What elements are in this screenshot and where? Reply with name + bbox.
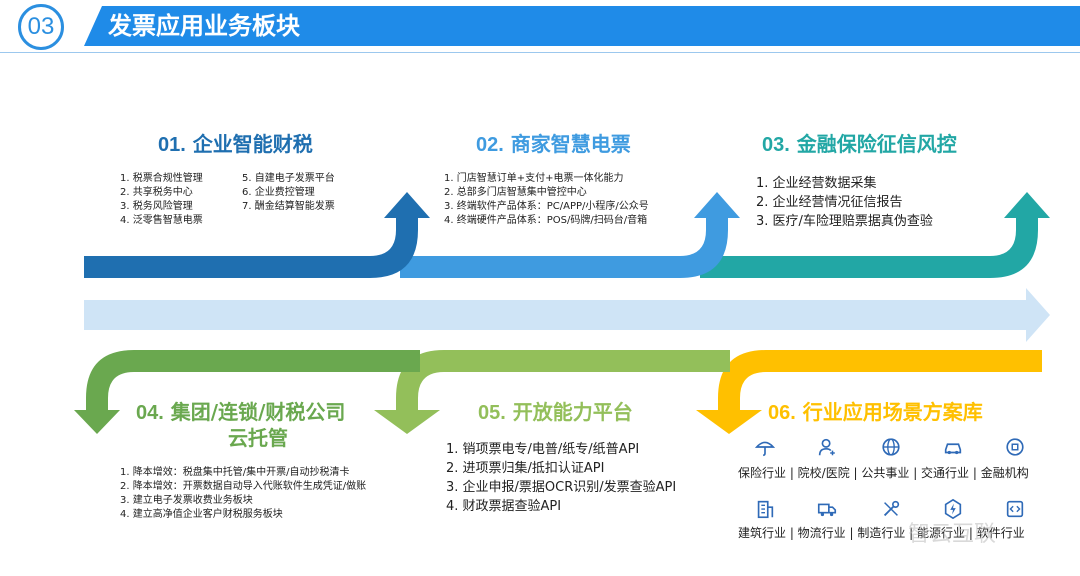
truck-icon xyxy=(817,503,837,517)
flow-arrow-04 xyxy=(74,350,420,434)
list-item: 1. 门店智慧订单+支付+电票一体化能力 xyxy=(444,173,624,184)
list-item: 4. 泛零售智慧电票 xyxy=(120,215,203,226)
list-item: 2. 降本增效：开票数据自动导入代账软件生成凭证/做账 xyxy=(120,481,367,492)
list-item: 5. 自建电子发票平台 xyxy=(242,173,335,184)
list-item: 2. 企业经营情况征信报告 xyxy=(756,195,903,210)
car-icon xyxy=(944,443,962,455)
section-04-list: 1. 降本增效：税盘集中托管/集中开票/自动抄税清卡 2. 降本增效：开票数据自… xyxy=(120,466,366,522)
list-item: 3. 企业申报/票据OCR识别/发票查验API xyxy=(446,480,677,495)
list-item: 3. 终端软件产品体系：PC/APP/小程序/公众号 xyxy=(444,201,649,212)
tools-icon xyxy=(883,500,900,517)
section-04-number: 04. xyxy=(136,402,164,424)
umbrella-icon xyxy=(754,441,776,457)
section-06-heading: 行业应用场景方案库 xyxy=(802,400,983,424)
section-04-heading-line2: 云托管 xyxy=(228,426,288,450)
section-01-number: 01. xyxy=(158,134,186,156)
section-05-title: 05. 开放能力平台 xyxy=(478,396,633,425)
section-02-number: 02. xyxy=(476,134,504,156)
timeline-arrow xyxy=(84,288,1050,342)
section-02-title: 02. 商家智慧电票 xyxy=(476,128,631,157)
section-01-heading: 企业智能财税 xyxy=(192,132,313,156)
list-item: 1. 降本增效：税盘集中托管/集中开票/自动抄税清卡 xyxy=(120,467,350,478)
section-01-list-a: 1. 税票合规性管理 2. 共享税务中心 3. 税务风险管理 4. 泛零售智慧电… xyxy=(120,172,203,228)
list-item: 2. 共享税务中心 xyxy=(120,187,193,198)
list-item: 4. 财政票据查验API xyxy=(446,499,562,514)
section-06-title: 06. 行业应用场景方案库 xyxy=(768,396,983,425)
bank-icon xyxy=(1006,438,1024,456)
list-item: 2. 总部多门店智慧集中管控中心 xyxy=(444,187,587,198)
section-04-heading: 集团/连锁/财税公司 xyxy=(170,400,346,424)
industry-row-2: 建筑行业 | 物流行业 | 制造行业 | 能源行业 | 软件行业 xyxy=(738,526,1025,540)
section-03-list: 1. 企业经营数据采集 2. 企业经营情况征信报告 3. 医疗/车险理赔票据真伪… xyxy=(756,174,933,231)
list-item: 4. 建立高净值企业客户财税服务板块 xyxy=(120,509,283,520)
section-number-badge: 03 xyxy=(18,4,64,50)
watermark: 智云互联 xyxy=(908,522,997,547)
flow-arrow-06 xyxy=(696,350,1042,434)
section-05-heading: 开放能力平台 xyxy=(512,400,633,424)
globe-icon xyxy=(882,438,900,456)
list-item: 2. 进项票归集/抵扣认证API xyxy=(446,461,605,476)
header-divider xyxy=(0,52,1080,53)
flow-arrow-02 xyxy=(400,192,740,278)
energy-icon xyxy=(944,498,962,520)
section-01-title: 01. 企业智能财税 xyxy=(158,128,313,157)
list-item: 3. 医疗/车险理赔票据真伪查验 xyxy=(756,214,933,229)
flow-arrow-03 xyxy=(700,192,1050,278)
section-03-number: 03. xyxy=(762,134,790,156)
section-03-heading: 金融保险征信风控 xyxy=(796,132,957,156)
list-item: 3. 税务风险管理 xyxy=(120,201,193,212)
list-item: 1. 企业经营数据采集 xyxy=(756,176,877,191)
header: 03 发票应用业务板块 xyxy=(0,0,1080,55)
flow-arrow-01 xyxy=(84,192,430,278)
code-icon xyxy=(1006,500,1024,518)
list-item: 7. 酬金结算智能发票 xyxy=(242,201,335,212)
flow-arrow-05 xyxy=(374,350,730,434)
section-03-title: 03. 金融保险征信风控 xyxy=(762,128,957,157)
section-05-number: 05. xyxy=(478,402,506,424)
section-02-heading: 商家智慧电票 xyxy=(510,132,631,156)
page-title: 发票应用业务板块 xyxy=(108,12,300,40)
section-04-title: 04. 集团/连锁/财税公司 xyxy=(136,396,345,425)
list-item: 1. 销项票电专/电普/纸专/纸普API xyxy=(446,442,640,457)
list-item: 4. 终端硬件产品体系：POS/码牌/扫码台/音箱 xyxy=(444,215,648,226)
list-item: 1. 税票合规性管理 xyxy=(120,173,203,184)
section-06-number: 06. xyxy=(768,402,796,424)
user-doctor-icon xyxy=(818,438,835,456)
list-item: 6. 企业费控管理 xyxy=(242,187,315,198)
section-05-list: 1. 销项票电专/电普/纸专/纸普API 2. 进项票归集/抵扣认证API 3.… xyxy=(446,440,676,516)
list-item: 3. 建立电子发票收费业务板块 xyxy=(120,495,253,506)
building-icon xyxy=(757,500,774,519)
section-02-list: 1. 门店智慧订单+支付+电票一体化能力 2. 总部多门店智慧集中管控中心 3.… xyxy=(444,172,649,228)
title-bar xyxy=(84,6,1080,46)
section-01-list-b: 5. 自建电子发票平台 6. 企业费控管理 7. 酬金结算智能发票 xyxy=(242,172,335,214)
industry-row-1: 保险行业 | 院校/医院 | 公共事业 | 交通行业 | 金融机构 xyxy=(738,466,1029,480)
